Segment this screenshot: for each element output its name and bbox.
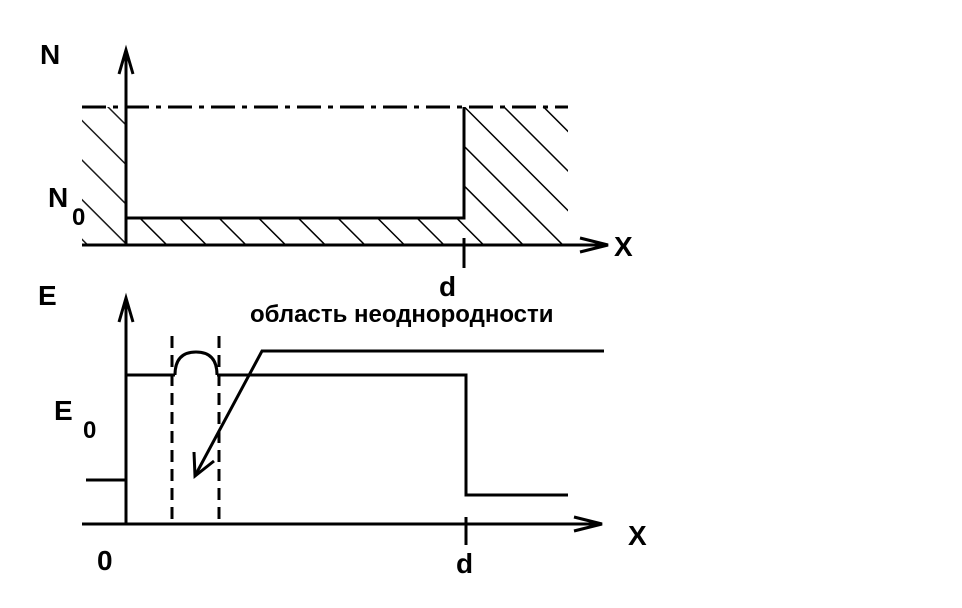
e0-label: E — [54, 395, 73, 426]
annotation-label: область неоднородности — [250, 301, 554, 328]
hatched-left-region — [82, 107, 126, 245]
origin-label: 0 — [97, 545, 113, 576]
hatched-bottom-band — [126, 218, 464, 245]
d-label-top: d — [439, 271, 456, 302]
e0-subscript: 0 — [83, 417, 96, 444]
x-axis-bottom-arrowhead — [573, 515, 603, 533]
n0-label: N — [48, 182, 68, 213]
bottom-diagram: E E 0 область неоднородности X 0 d — [38, 280, 647, 579]
concentration-profile — [124, 107, 466, 220]
n-axis-arrowhead — [117, 44, 135, 75]
x-axis-bottom-label: X — [628, 520, 647, 551]
annotation-pointer-arrowhead — [192, 451, 215, 479]
e0-level-step — [217, 373, 568, 497]
annotation-pointer-line — [194, 349, 604, 475]
e-axis-arrowhead — [117, 292, 135, 323]
n-axis-label: N — [40, 39, 60, 70]
e-axis-label: E — [38, 280, 57, 311]
n0-subscript: 0 — [72, 204, 85, 231]
top-diagram: N N 0 X d — [40, 39, 633, 302]
x-axis-top-arrowhead — [579, 236, 609, 254]
d-label-bottom: d — [456, 548, 473, 579]
hatched-right-region — [464, 107, 568, 245]
e-bump — [173, 350, 219, 376]
x-axis-top-label: X — [614, 231, 633, 262]
